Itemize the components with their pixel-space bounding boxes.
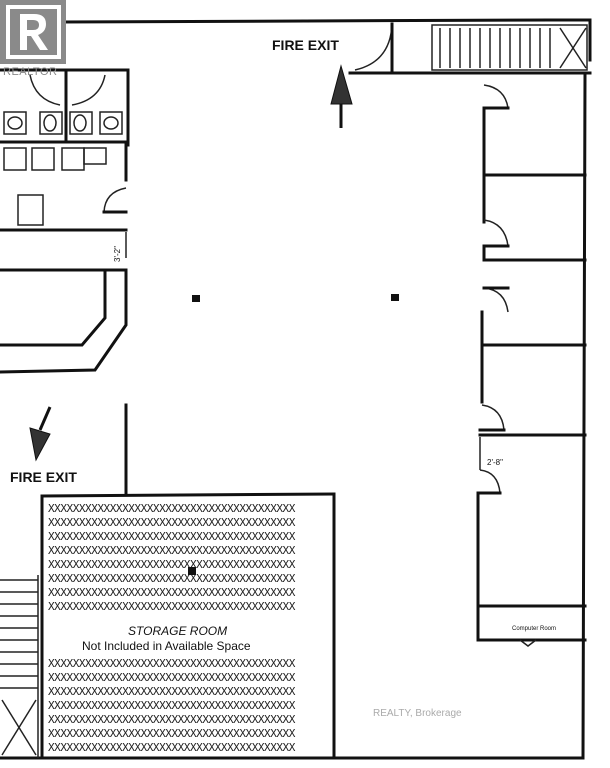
restrooms [0,68,130,147]
storage-note-label: Not Included in Available Space [82,639,251,653]
fire-exit-top-label: FIRE EXIT [272,37,339,53]
column-left [192,295,200,302]
hatch-row: XXXXXXXXXXXXXXXXXXXXXXXXXXXXXXXXXXXXXXXX [48,699,296,712]
right-offices: 2'-8" Computer Room [476,84,587,647]
realtor-logo-text: REALTOR [3,66,58,78]
hatch-row: XXXXXXXXXXXXXXXXXXXXXXXXXXXXXXXXXXXXXXXX [48,558,296,571]
hatch-row: XXXXXXXXXXXXXXXXXXXXXXXXXXXXXXXXXXXXXXXX [48,572,296,585]
hatch-row: XXXXXXXXXXXXXXXXXXXXXXXXXXXXXXXXXXXXXXXX [48,516,296,529]
fire-exit-left-label: FIRE EXIT [10,469,77,485]
stairwell-top [348,22,592,75]
watermark: REALTY, Brokerage [373,708,462,719]
kitchenette [0,140,128,232]
hatch-row: XXXXXXXXXXXXXXXXXXXXXXXXXXXXXXXXXXXXXXXX [48,671,296,684]
storage-room: XXXXXXXXXXXXXXXXXXXXXXXXXXXXXXXXXXXXXXXX… [40,492,336,760]
dim-left-label: 3'-2" [113,246,122,262]
stairwell-bottom-left [0,575,39,758]
hatch-row: XXXXXXXXXXXXXXXXXXXXXXXXXXXXXXXXXXXXXXXX [48,502,296,515]
hatch-row: XXXXXXXXXXXXXXXXXXXXXXXXXXXXXXXXXXXXXXXX [48,685,296,698]
storage-room-label: STORAGE ROOM [128,624,227,638]
hatch-row: XXXXXXXXXXXXXXXXXXXXXXXXXXXXXXXXXXXXXXXX [48,530,296,543]
hatch-row: XXXXXXXXXXXXXXXXXXXXXXXXXXXXXXXXXXXXXXXX [48,600,296,613]
hatch-row: XXXXXXXXXXXXXXXXXXXXXXXXXXXXXXXXXXXXXXXX [48,657,296,670]
realtor-logo-icon [0,0,66,64]
fire-exit-top-arrow-icon [330,64,353,128]
column-right [391,294,399,301]
computer-room-label: Computer Room [512,626,556,632]
fire-exit-left-arrow-icon [29,406,52,462]
hatch-row: XXXXXXXXXXXXXXXXXXXXXXXXXXXXXXXXXXXXXXXX [48,713,296,726]
hatch-row: XXXXXXXXXXXXXXXXXXXXXXXXXXXXXXXXXXXXXXXX [48,544,296,557]
column-storage [188,567,196,575]
outer-walls [0,18,592,760]
hatch-row: XXXXXXXXXXXXXXXXXXXXXXXXXXXXXXXXXXXXXXXX [48,741,296,754]
dim-right-label: 2'-8" [487,458,503,467]
hatch-row: XXXXXXXXXXXXXXXXXXXXXXXXXXXXXXXXXXXXXXXX [48,586,296,599]
reception-counter [0,268,128,374]
hatch-row: XXXXXXXXXXXXXXXXXXXXXXXXXXXXXXXXXXXXXXXX [48,727,296,740]
